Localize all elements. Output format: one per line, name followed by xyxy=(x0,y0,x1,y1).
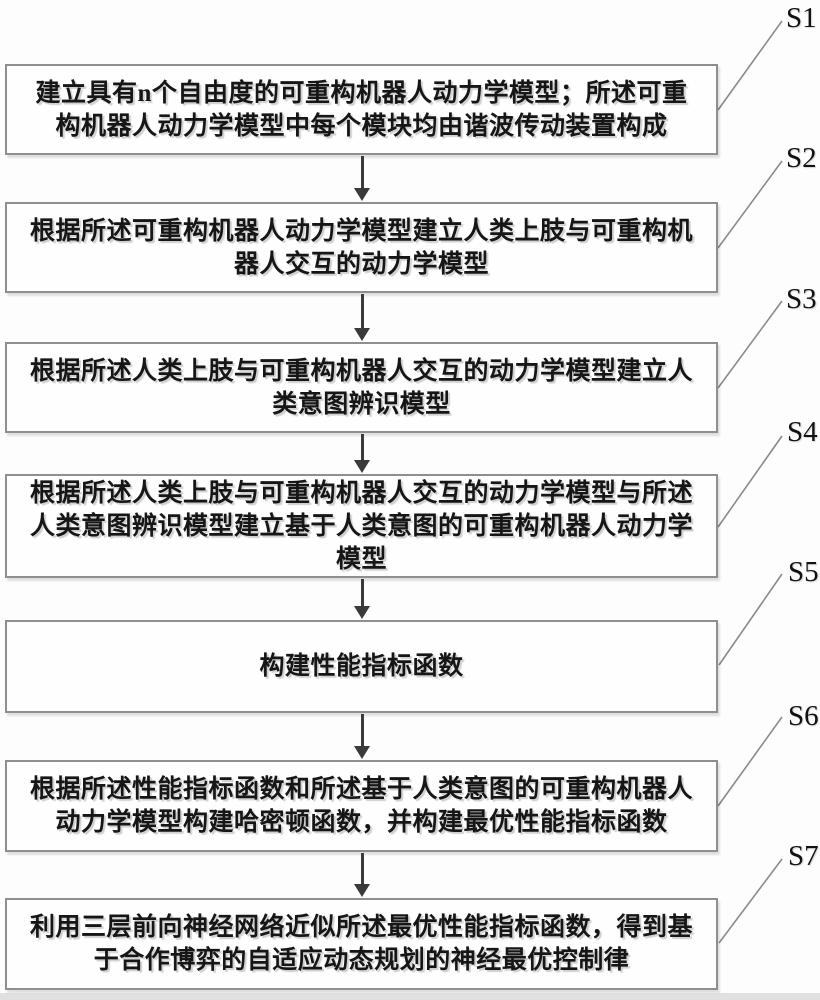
leader-line-s4 xyxy=(717,435,783,528)
arrow-head-icon xyxy=(354,188,370,201)
step-text-s4: 根据所述人类上肢与可重构机器人交互的动力学模型与所述人类意图辨识模型建立基于人类… xyxy=(29,479,693,573)
step-label-s1: S1 xyxy=(786,2,817,34)
arrow-shaft xyxy=(360,579,364,606)
flow-arrow-5 xyxy=(354,714,370,759)
leader-line-s7 xyxy=(718,858,783,944)
flow-arrow-1 xyxy=(354,156,370,201)
arrow-shaft xyxy=(360,853,364,884)
step-box-s1: 建立具有n个自由度的可重构机器人动力学模型；所述可重构机器人动力学模型中每个模块… xyxy=(5,64,718,155)
arrow-shaft xyxy=(360,294,364,328)
leader-line-s1 xyxy=(717,20,783,111)
arrow-head-icon xyxy=(354,460,370,473)
flow-arrow-4 xyxy=(354,579,370,619)
step-label-s6: S6 xyxy=(788,700,819,732)
step-text-s3: 根据所述人类上肢与可重构机器人交互的动力学模型建立人类意图辨识模型 xyxy=(29,357,693,418)
step-box-s6: 根据所述性能指标函数和所述基于人类意图的可重构机器人动力学模型构建哈密顿函数，并… xyxy=(5,760,718,852)
arrow-head-icon xyxy=(354,746,370,759)
step-label-s5: S5 xyxy=(788,556,819,588)
flow-arrow-3 xyxy=(354,434,370,473)
step-text-s1: 建立具有n个自由度的可重构机器人动力学模型；所述可重构机器人动力学模型中每个模块… xyxy=(35,79,688,140)
flow-arrow-6 xyxy=(354,853,370,897)
arrow-head-icon xyxy=(354,328,370,341)
leader-line-s5 xyxy=(718,573,783,666)
step-box-s2: 根据所述可重构机器人动力学模型建立人类上肢与可重构机器人交互的动力学模型 xyxy=(5,202,718,293)
step-text-s7: 利用三层前向神经网络近似所述最优性能指标函数，得到基于合作博弈的自适应动态规划的… xyxy=(29,914,693,974)
arrow-shaft xyxy=(360,714,364,746)
arrow-shaft xyxy=(360,434,364,460)
leader-line-s3 xyxy=(717,300,783,389)
arrow-shaft xyxy=(360,156,364,188)
step-box-s4: 根据所述人类上肢与可重构机器人交互的动力学模型与所述人类意图辨识模型建立基于人类… xyxy=(5,474,718,578)
step-text-s6: 根据所述性能指标函数和所述基于人类意图的可重构机器人动力学模型构建哈密顿函数，并… xyxy=(29,776,693,836)
step-label-s7: S7 xyxy=(788,840,819,872)
arrow-head-icon xyxy=(354,884,370,897)
step-box-s5: 构建性能指标函数 xyxy=(5,620,718,713)
step-text-s2: 根据所述可重构机器人动力学模型建立人类上肢与可重构机器人交互的动力学模型 xyxy=(29,217,693,278)
leader-line-s2 xyxy=(717,160,783,249)
scan-edge-artifact xyxy=(0,993,820,1000)
step-box-s7: 利用三层前向神经网络近似所述最优性能指标函数，得到基于合作博弈的自适应动态规划的… xyxy=(5,898,718,990)
step-label-s4: S4 xyxy=(787,416,818,448)
flow-arrow-2 xyxy=(354,294,370,341)
step-label-s2: S2 xyxy=(786,142,817,174)
arrow-head-icon xyxy=(354,606,370,619)
step-box-s3: 根据所述人类上肢与可重构机器人交互的动力学模型建立人类意图辨识模型 xyxy=(5,342,718,433)
step-text-s5: 构建性能指标函数 xyxy=(259,653,464,680)
leader-line-s6 xyxy=(717,716,783,807)
step-label-s3: S3 xyxy=(786,283,817,315)
